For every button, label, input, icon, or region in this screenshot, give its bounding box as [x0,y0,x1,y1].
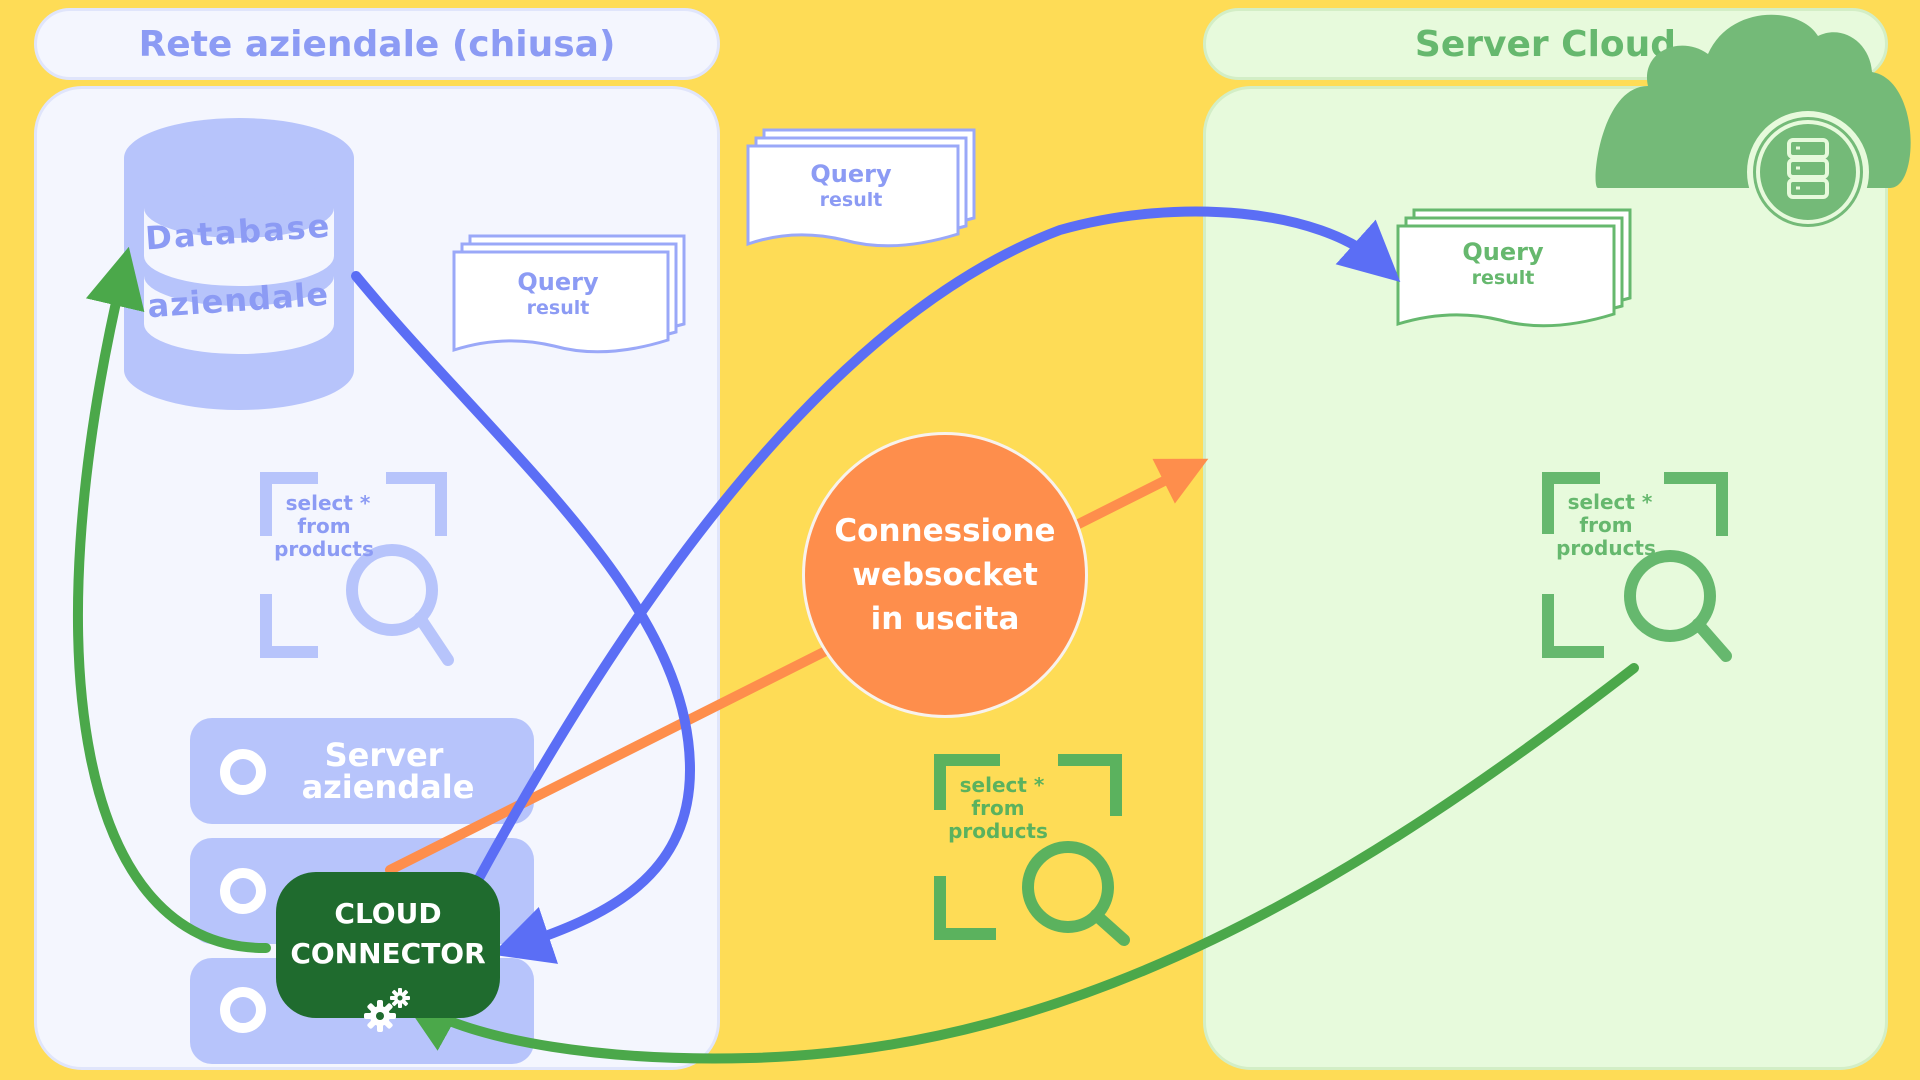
select-query-line1-right: select * [1568,490,1653,514]
server-label: Server [325,736,444,774]
server-label-2: aziendale [302,768,475,806]
websocket-label-2: websocket [852,557,1038,593]
select-query-icon-left [260,472,454,666]
gears-icon [364,988,410,1032]
arrow-cloud-to-connector [399,663,1639,1064]
query-result-title-middle: Query [810,160,892,188]
select-query-line2-left: from [297,514,350,538]
cloud-icon [1595,14,1911,233]
query-result-doc-left [452,234,686,354]
corporate-network-title: Rete aziendale (chiusa) [34,8,720,80]
database-icon [124,118,354,410]
select-query-icon-right [1542,472,1732,662]
query-result-doc-middle [746,128,976,248]
select-query-line2-right: from [1579,513,1632,537]
query-result-doc-right [1396,208,1632,328]
select-query-icon-middle [934,754,1130,946]
select-query-line3-left: products [274,537,374,561]
websocket-label-3: in uscita [870,601,1020,637]
websocket-connection-circle: Connessione websocket in uscita [802,432,1088,718]
query-result-sub-right: result [1472,267,1535,289]
query-result-title-left: Query [517,268,599,296]
query-result-sub-left: result [527,297,590,319]
connector-label-1: CLOUD [334,897,442,930]
connector-label-2: CONNECTOR [290,937,486,970]
query-result-sub-middle: result [820,189,883,211]
websocket-label-1: Connessione [834,513,1056,549]
arrow-connector-to-cloud-result [473,206,1401,885]
cloud-connector-box: CLOUD CONNECTOR [276,872,500,1032]
arrow-database-to-connector [351,271,696,964]
select-query-line1-left: select * [286,491,371,515]
arrow-connector-to-database [73,246,271,954]
select-query-line1-middle: select * [960,773,1045,797]
select-query-line2-middle: from [971,796,1024,820]
query-result-title-right: Query [1462,238,1544,266]
select-query-line3-right: products [1556,536,1656,560]
select-query-line3-middle: products [948,819,1048,843]
